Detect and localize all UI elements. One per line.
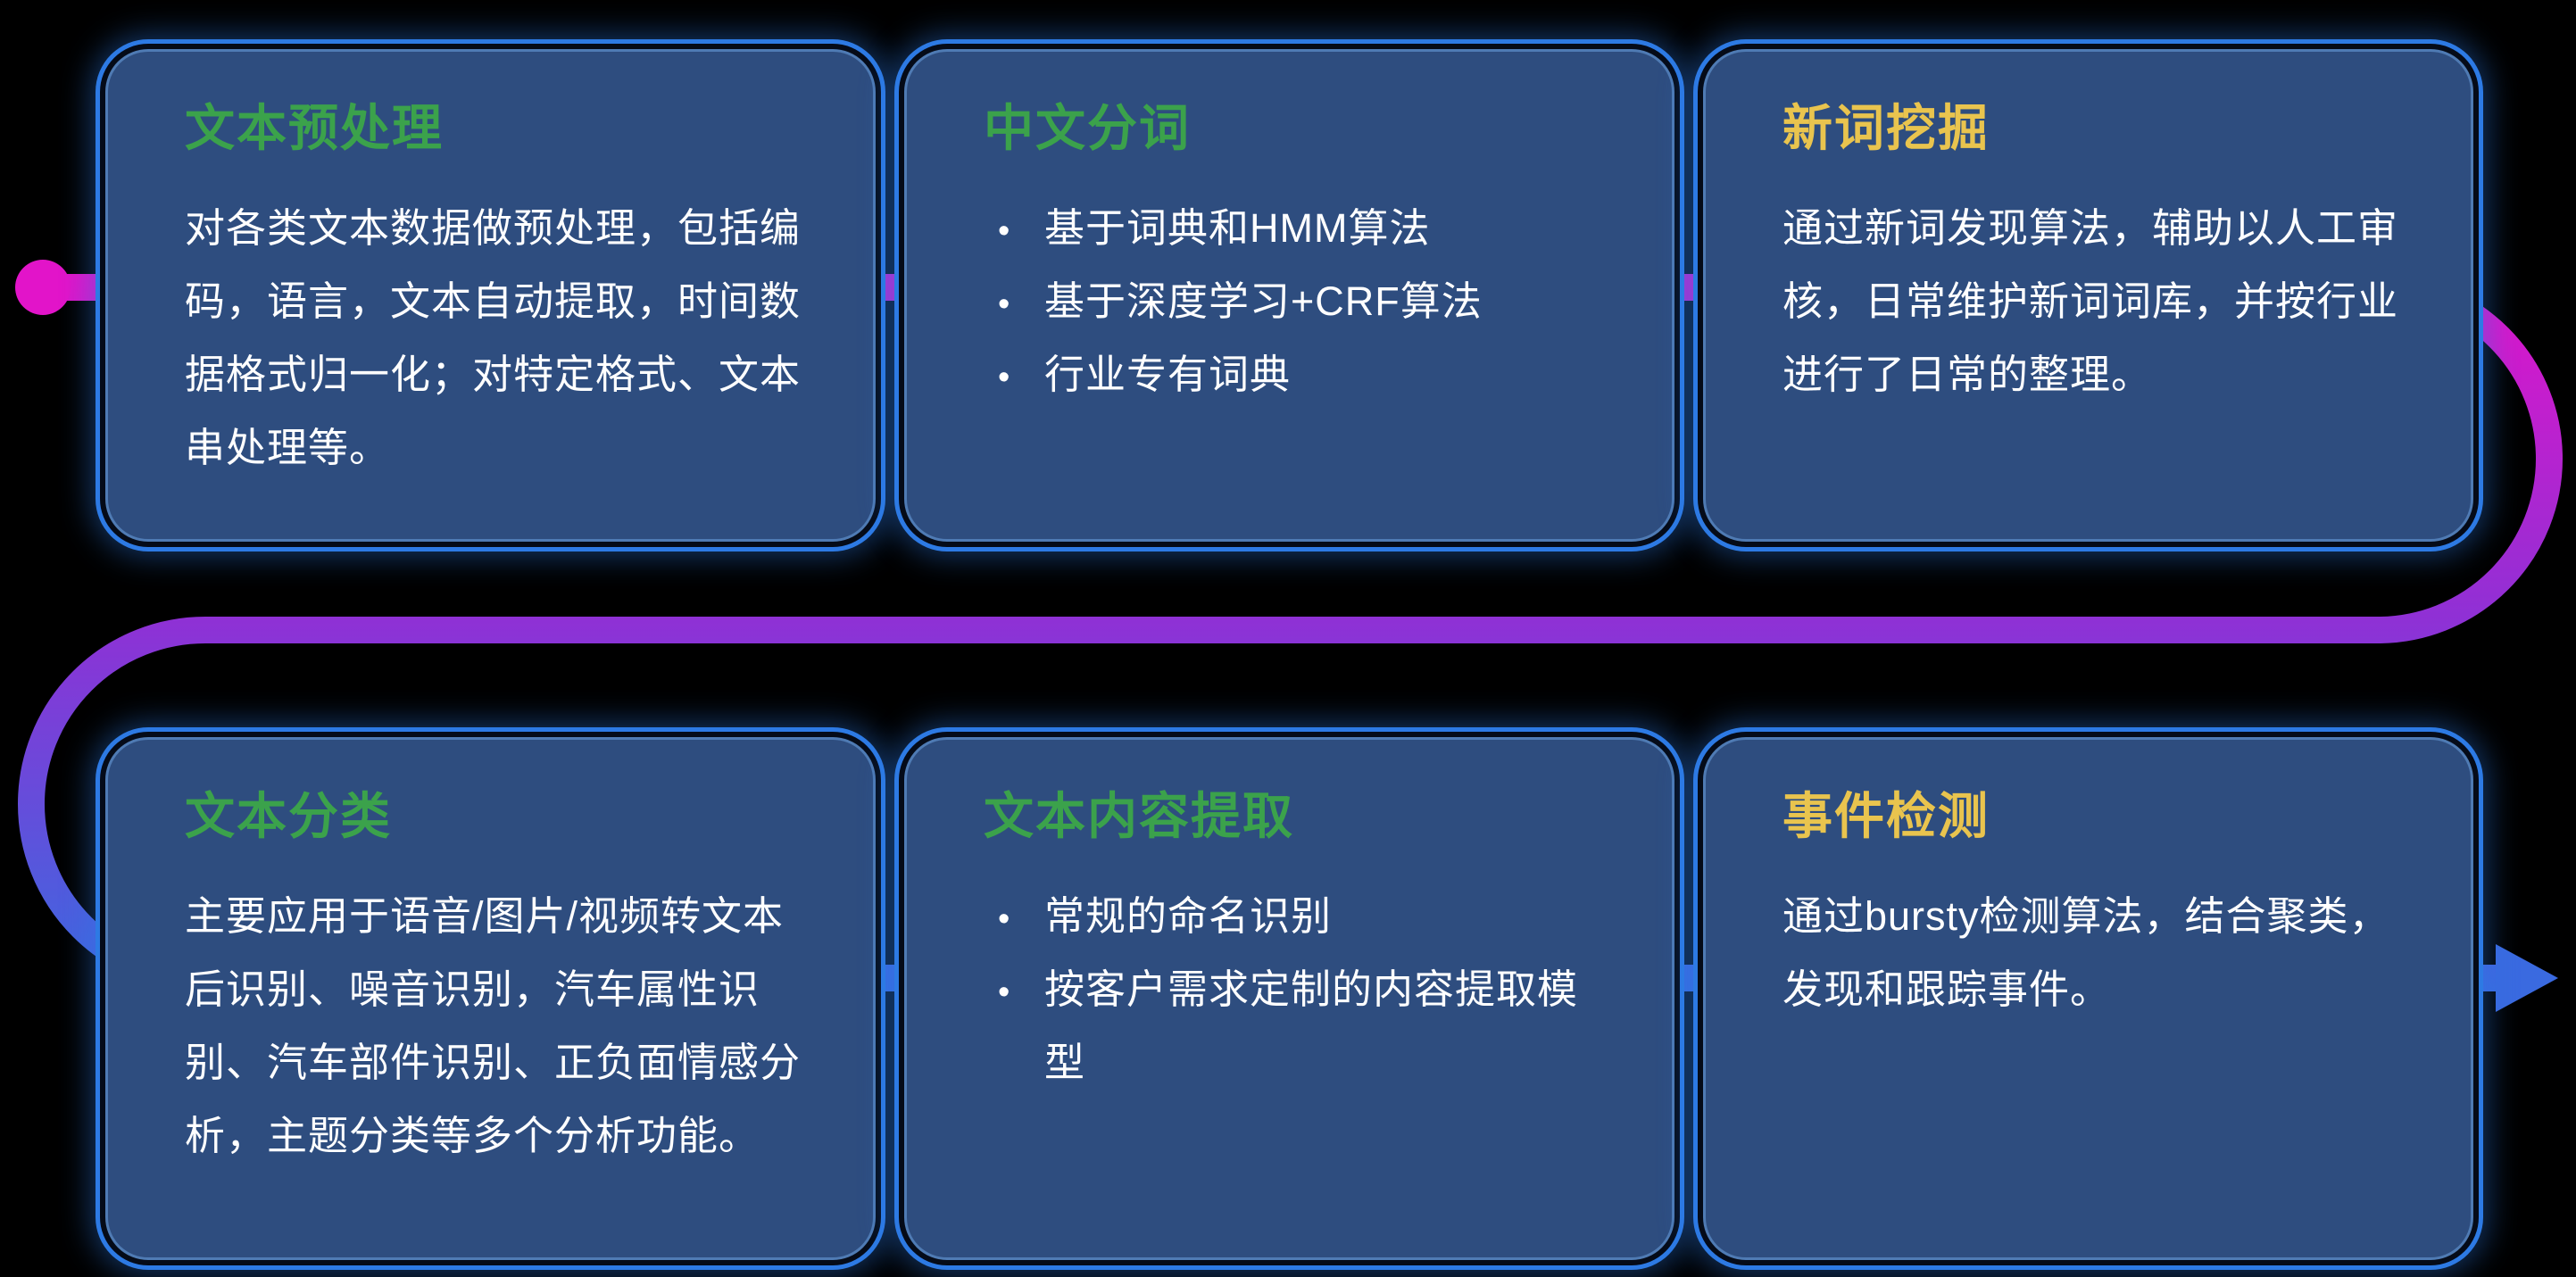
bullet-dot: •	[998, 900, 1011, 939]
card-title: 文本内容提取	[984, 788, 1294, 844]
card-body-text: 通过新词发现算法，辅助以人工审核，日常维护新词词库，并按行业进行了日常的整理。	[1782, 205, 2399, 397]
bullet-dot: •	[998, 974, 1011, 1012]
bullet-list: • 常规的命名识别 • 按客户需求定制的内容提取模型	[984, 880, 1618, 1099]
bullet-text: 行业专有词典	[1044, 351, 1292, 397]
card-title: 事件检测	[1782, 788, 1990, 844]
card-body-text: 通过bursty检测算法，结合聚类，发现和跟踪事件。	[1782, 893, 2390, 1013]
flow-start-dot	[15, 260, 71, 315]
card-new-word-mining: 新词挖掘 通过新词发现算法，辅助以人工审核，日常维护新词词库，并按行业进行了日常…	[1703, 49, 2473, 542]
card-row-top: 文本预处理 对各类文本数据做预处理，包括编码，语言，文本自动提取，时间数据格式归…	[105, 49, 2473, 542]
bullet-text: 常规的命名识别	[1044, 893, 1333, 940]
card-title: 文本分类	[185, 788, 392, 844]
bullet-item: • 行业专有词典	[998, 338, 1618, 411]
bullet-dot: •	[998, 286, 1011, 324]
card-row-bottom: 文本分类 主要应用于语音/图片/视频转文本后识别、噪音识别，汽车属性识别、汽车部…	[105, 737, 2473, 1260]
card-body-text: 主要应用于语音/图片/视频转文本后识别、噪音识别，汽车属性识别、汽车部件识别、正…	[185, 893, 802, 1158]
card-text-classification: 文本分类 主要应用于语音/图片/视频转文本后识别、噪音识别，汽车属性识别、汽车部…	[105, 737, 876, 1260]
bullet-item: • 常规的命名识别	[998, 880, 1618, 953]
card-body-text: 对各类文本数据做预处理，包括编码，语言，文本自动提取，时间数据格式归一化；对特定…	[185, 205, 802, 470]
arrow-right-icon	[2496, 944, 2558, 1012]
bullet-list: • 基于词典和HMM算法 • 基于深度学习+CRF算法 • 行业专有词典	[984, 192, 1618, 411]
bullet-dot: •	[998, 358, 1011, 396]
card-text-preprocessing: 文本预处理 对各类文本数据做预处理，包括编码，语言，文本自动提取，时间数据格式归…	[105, 49, 876, 542]
bullet-text: 按客户需求定制的内容提取模型	[1044, 966, 1579, 1085]
bullet-item: • 按客户需求定制的内容提取模型	[998, 953, 1618, 1099]
card-title: 新词挖掘	[1782, 100, 1990, 156]
bullet-item: • 基于深度学习+CRF算法	[998, 265, 1618, 338]
bullet-text: 基于深度学习+CRF算法	[1044, 278, 1483, 325]
card-event-detection: 事件检测 通过bursty检测算法，结合聚类，发现和跟踪事件。	[1703, 737, 2473, 1260]
card-title: 文本预处理	[185, 100, 444, 156]
bullet-item: • 基于词典和HMM算法	[998, 192, 1618, 265]
flow-path	[18, 274, 2563, 991]
card-text-content-extraction: 文本内容提取 • 常规的命名识别 • 按客户需求定制的内容提取模型	[904, 737, 1674, 1260]
card-title: 中文分词	[984, 100, 1191, 156]
card-chinese-word-segmentation: 中文分词 • 基于词典和HMM算法 • 基于深度学习+CRF算法 • 行业专有词…	[904, 49, 1674, 542]
bullet-text: 基于词典和HMM算法	[1044, 205, 1431, 252]
bullet-dot: •	[998, 212, 1011, 251]
